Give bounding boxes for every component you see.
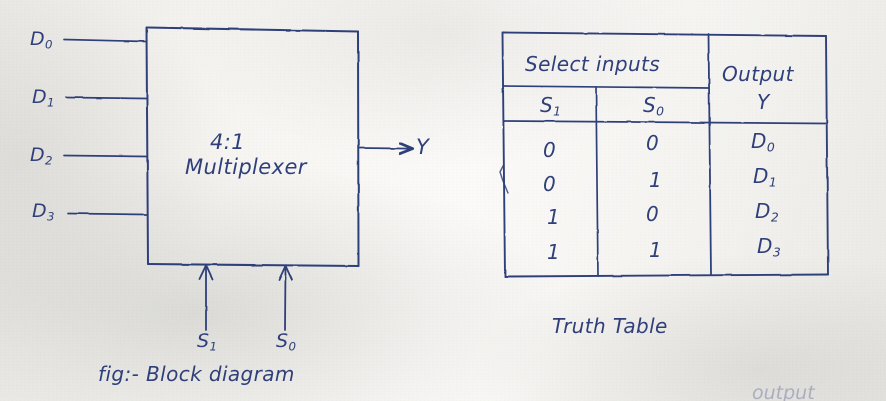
input-label-d2: D2: [30, 144, 53, 168]
block-diagram-caption: fig:- Block diagram: [98, 362, 295, 386]
table-row: 1: [547, 240, 561, 264]
select-input-arrows: [198, 264, 293, 331]
table-row: D2: [755, 199, 779, 225]
input-label-d3: D3: [32, 200, 55, 224]
stray-pen-marks: [499, 165, 509, 194]
truth-table-caption: Truth Table: [552, 314, 668, 338]
table-row: 1: [649, 168, 663, 192]
table-group-header-select-inputs: Select inputs: [525, 52, 661, 76]
table-row: D1: [753, 164, 777, 190]
data-input-lines: [63, 38, 148, 216]
table-row: 1: [547, 205, 561, 229]
table-row: D0: [751, 129, 775, 155]
bleed-through-fragment: output: [752, 382, 815, 401]
select-label-s0: S0: [276, 330, 296, 354]
input-label-d0: D0: [30, 28, 53, 52]
output-line: [357, 148, 412, 149]
select-label-s1: S1: [197, 330, 217, 354]
output-label-y: Y: [416, 135, 430, 159]
table-column-header-y: Y: [757, 90, 770, 114]
table-row: 0: [543, 138, 557, 162]
table-row: 1: [649, 238, 663, 262]
mux-box-name-label: Multiplexer: [185, 155, 307, 179]
table-row: D3: [757, 234, 781, 260]
table-row: 0: [646, 202, 660, 226]
mux-box-ratio-label: 4:1: [210, 130, 245, 154]
table-column-header-s0: S0: [643, 93, 664, 119]
mux-box-outline: [145, 26, 360, 268]
truth-table-grid: [501, 31, 829, 278]
input-label-d1: D1: [32, 86, 55, 110]
table-row: 0: [646, 131, 660, 155]
table-column-header-s1: S1: [540, 93, 561, 119]
table-row: 0: [543, 172, 557, 196]
table-group-header-output: Output: [722, 62, 794, 86]
